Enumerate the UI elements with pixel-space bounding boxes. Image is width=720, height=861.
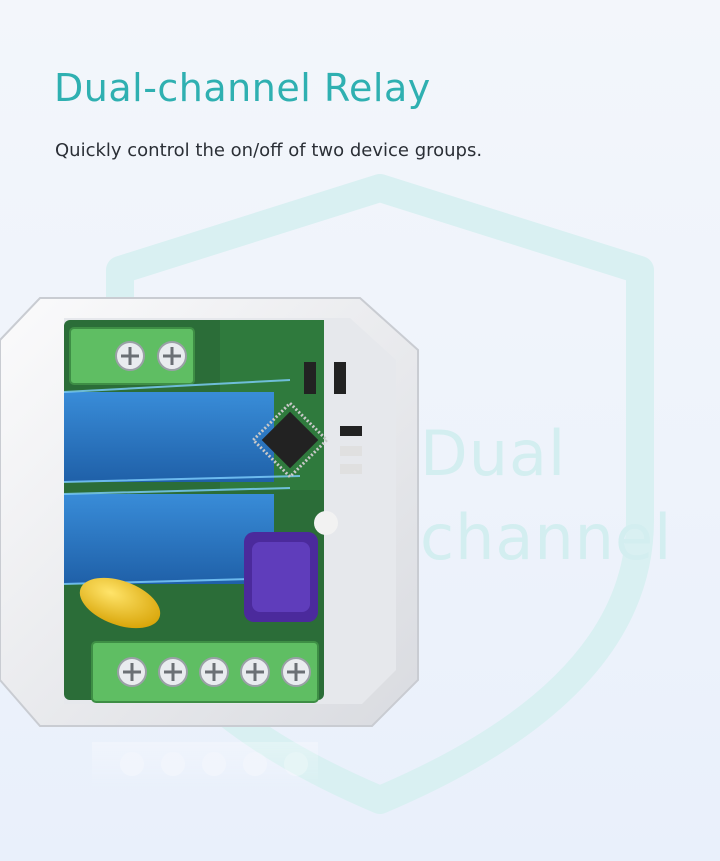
watermark-line-1: Dual <box>420 417 567 490</box>
watermark-text: Dual channel <box>420 412 672 580</box>
relay-module-image <box>0 297 419 788</box>
watermark-line-2: channel <box>420 501 673 574</box>
page-title: Dual-channel Relay <box>54 66 431 110</box>
page-subtitle: Quickly control the on/off of two device… <box>55 140 483 161</box>
